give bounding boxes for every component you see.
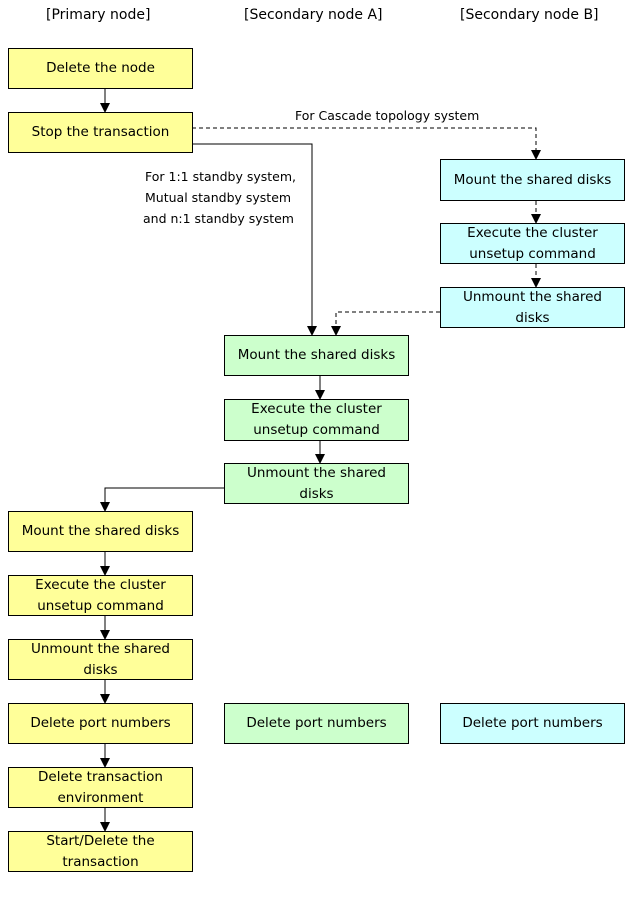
cascade-note: For Cascade topology system bbox=[295, 108, 480, 123]
step-label-line1: Start/Delete the bbox=[46, 832, 155, 849]
step-label-line2: disks bbox=[515, 309, 550, 326]
secondary-a-mount-step: Mount the shared disks bbox=[224, 335, 409, 376]
step-label-line1: Execute the cluster bbox=[35, 576, 166, 593]
standby-note-line1: For 1:1 standby system, bbox=[145, 169, 296, 184]
step-label: Delete the node bbox=[46, 60, 155, 76]
secondary-a-unsetup-step: Execute the cluster unsetup command bbox=[224, 399, 409, 441]
step-label-line2: transaction bbox=[62, 853, 139, 870]
primary-delete-ports-step: Delete port numbers bbox=[8, 703, 193, 744]
secondary-a-unmount-step: Unmount the shared disks bbox=[224, 463, 409, 504]
step-label: Mount the shared disks bbox=[453, 171, 612, 188]
standby-note-line2: Mutual standby system bbox=[145, 190, 292, 205]
secondary-b-unsetup-step: Execute the cluster unsetup command bbox=[440, 223, 625, 264]
primary-unmount-step: Unmount the shared disks bbox=[8, 639, 193, 680]
step-label-line1: Unmount the shared bbox=[247, 464, 386, 481]
step-label: Mount the shared disks bbox=[21, 523, 180, 539]
arrow-b-unmount-to-a-mount bbox=[331, 311, 440, 336]
arrow-a-unmount-to-primary-mount bbox=[100, 487, 224, 512]
primary-delete-env-step: Delete transaction environment bbox=[8, 767, 193, 808]
step-label-line2: unsetup command bbox=[253, 422, 380, 438]
primary-delete-node-step: Delete the node bbox=[8, 48, 193, 89]
step-label-line2: unsetup command bbox=[37, 597, 164, 614]
primary-mount-step: Mount the shared disks bbox=[8, 511, 193, 552]
step-label-line2: disks bbox=[299, 485, 334, 502]
secondary-b-mount-step: Mount the shared disks bbox=[440, 159, 625, 201]
step-label: Delete port numbers bbox=[246, 715, 387, 731]
secondary-node-a-header: [Secondary node A] bbox=[244, 7, 383, 23]
primary-stop-transaction-step: Stop the transaction bbox=[8, 112, 193, 153]
secondary-b-unmount-step: Unmount the shared disks bbox=[440, 287, 625, 328]
step-label-line1: Execute the cluster bbox=[467, 224, 598, 241]
step-label: Mount the shared disks bbox=[237, 347, 396, 363]
arrow-stop-to-secondary-b bbox=[192, 127, 541, 160]
primary-unsetup-step: Execute the cluster unsetup command bbox=[8, 575, 193, 616]
arrow-stop-to-secondary-a bbox=[192, 143, 317, 336]
step-label-line2: unsetup command bbox=[469, 245, 596, 262]
step-label: Delete port numbers bbox=[30, 715, 171, 731]
standby-note-line3: and n:1 standby system bbox=[143, 211, 294, 226]
step-label-line1: Unmount the shared bbox=[463, 288, 602, 305]
step-label-line1: Execute the cluster bbox=[251, 401, 382, 417]
step-label-line2: environment bbox=[57, 789, 144, 806]
step-label-line1: Delete transaction bbox=[38, 768, 163, 785]
secondary-a-delete-ports-step: Delete port numbers bbox=[224, 703, 409, 744]
step-label-line1: Unmount the shared bbox=[31, 640, 170, 657]
step-label: Stop the transaction bbox=[31, 124, 170, 140]
step-label: Delete port numbers bbox=[462, 715, 603, 731]
primary-node-header: [Primary node] bbox=[46, 7, 151, 23]
secondary-b-delete-ports-step: Delete port numbers bbox=[440, 703, 625, 744]
secondary-node-b-header: [Secondary node B] bbox=[460, 7, 599, 23]
step-label-line2: disks bbox=[83, 661, 118, 678]
primary-start-delete-step: Start/Delete the transaction bbox=[8, 831, 193, 872]
